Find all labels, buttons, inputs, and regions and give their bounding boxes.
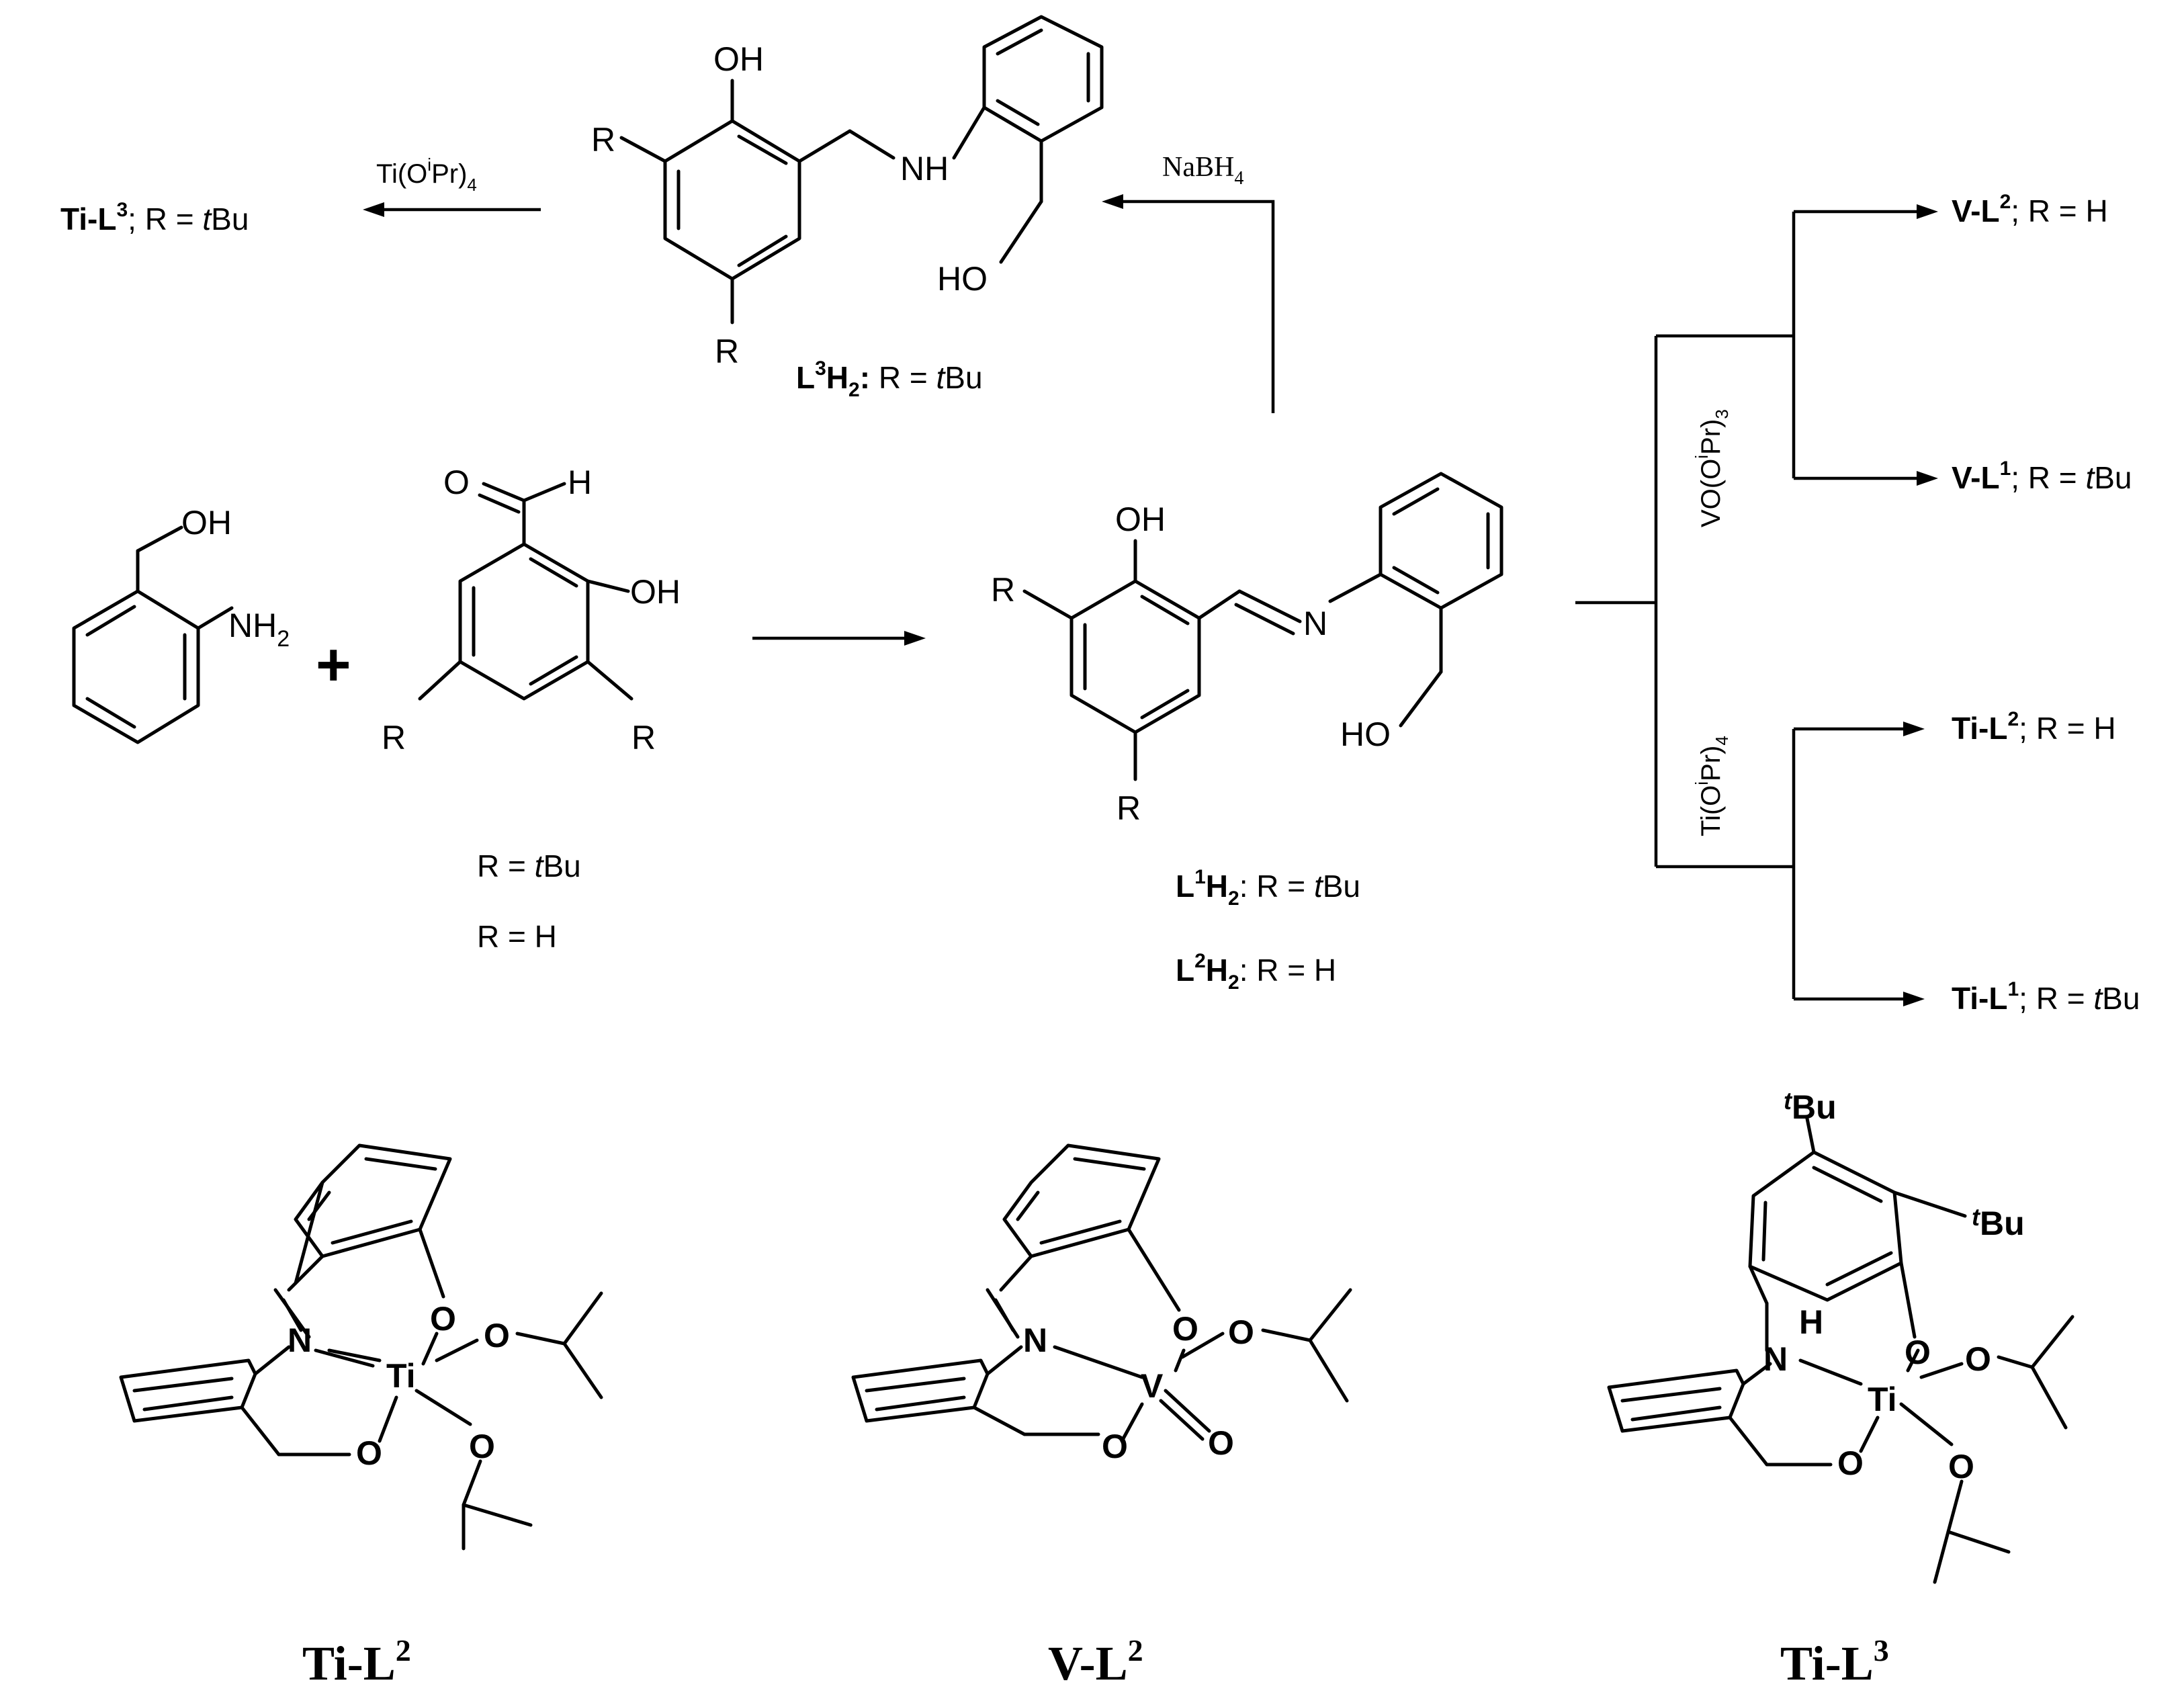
ti-l3-product: Ti-L3; R = tBu xyxy=(60,199,249,236)
plus-sign: + xyxy=(316,632,351,699)
l3-nh: NH xyxy=(900,150,949,187)
til3-o1: O xyxy=(1905,1334,1931,1371)
l3h2-structure xyxy=(619,15,1104,324)
vl2-o2: O xyxy=(1228,1313,1254,1351)
salicylaldehyde xyxy=(418,482,634,701)
imine-r1: R xyxy=(991,571,1015,609)
l2h2-label: L2H2: R = H xyxy=(1176,950,1336,994)
til3-n: N xyxy=(1763,1340,1788,1378)
til3-tbu1: tBu xyxy=(1784,1087,1837,1126)
til3-ti: Ti xyxy=(1868,1381,1897,1418)
ti-l1-product: Ti-L1; R = tBu xyxy=(1952,978,2140,1016)
til2-o2: O xyxy=(484,1317,510,1354)
nabh4-arrow xyxy=(1115,200,1275,413)
til3-o4: O xyxy=(1948,1448,1974,1485)
vl2-o4: O xyxy=(1208,1424,1234,1462)
ti-l3-arrowhead xyxy=(363,202,384,217)
sal-r1: R xyxy=(382,719,406,756)
abA-oh: OH xyxy=(181,504,232,541)
til2-caption: Ti-L2 xyxy=(302,1633,411,1690)
r-tbu-label: R = tBu xyxy=(477,849,581,883)
til3-tbu2: tBu xyxy=(1972,1203,2025,1242)
ti-l3-reagent: Ti(OiPr)4 xyxy=(376,155,477,195)
vl2-v: V xyxy=(1141,1367,1164,1405)
l3h2-label: L3H2: R = tBu xyxy=(796,357,983,401)
l3-ho: HO xyxy=(937,260,988,298)
sal-h: H xyxy=(568,464,592,501)
vl2-n: N xyxy=(1023,1321,1047,1359)
l3-r1: R xyxy=(591,121,615,159)
v-l2-complex xyxy=(851,1143,1352,1443)
vl2-o3: O xyxy=(1102,1428,1128,1465)
vl2-o1: O xyxy=(1172,1310,1198,1348)
nabh4-reagent: NaBH4 xyxy=(1162,152,1243,189)
til3-caption: Ti-L3 xyxy=(1780,1633,1889,1690)
branch-arrows xyxy=(1575,204,1938,1006)
sal-oh: OH xyxy=(630,573,681,611)
ti-l2-product: Ti-L2; R = H xyxy=(1952,708,2116,746)
l3-r2: R xyxy=(715,333,739,370)
til3-o2: O xyxy=(1965,1340,1991,1378)
r-h-label: R = H xyxy=(477,919,557,954)
imine-ligand-structure xyxy=(1022,472,1503,781)
imine-r2: R xyxy=(1117,789,1141,827)
v-l1-product: V-L1; R = tBu xyxy=(1952,458,2132,495)
til3-h: H xyxy=(1799,1303,1823,1341)
til2-ti: Ti xyxy=(386,1357,416,1395)
l3-oh: OH xyxy=(713,40,764,78)
til2-o3: O xyxy=(356,1434,382,1472)
ti-l2-complex xyxy=(119,1143,603,1551)
v-l2-product: V-L2; R = H xyxy=(1952,191,2108,228)
l1h2-label: L1H2: R = tBu xyxy=(1176,866,1360,910)
vl2-caption: V-L2 xyxy=(1048,1633,1143,1690)
abA-nh2: NH2 xyxy=(228,607,290,652)
imine-oh: OH xyxy=(1115,501,1166,538)
sal-r2: R xyxy=(631,719,656,756)
til2-o4: O xyxy=(469,1428,495,1465)
nabh4-arrowhead xyxy=(1102,194,1123,209)
condensation-arrowhead xyxy=(904,631,926,646)
vo-reagent: VO(OiPr)3 xyxy=(1692,409,1732,527)
til2-o1: O xyxy=(430,1300,456,1338)
ti-reagent: Ti(OiPr)4 xyxy=(1692,736,1732,836)
imine-ho: HO xyxy=(1340,715,1391,753)
imine-n: N xyxy=(1303,605,1327,642)
til3-o3: O xyxy=(1837,1444,1864,1482)
aminobenzyl-alcohol xyxy=(72,525,234,744)
til2-n: N xyxy=(288,1321,312,1359)
ti-l3-complex xyxy=(1607,1117,2074,1584)
sal-o: O xyxy=(443,464,470,501)
